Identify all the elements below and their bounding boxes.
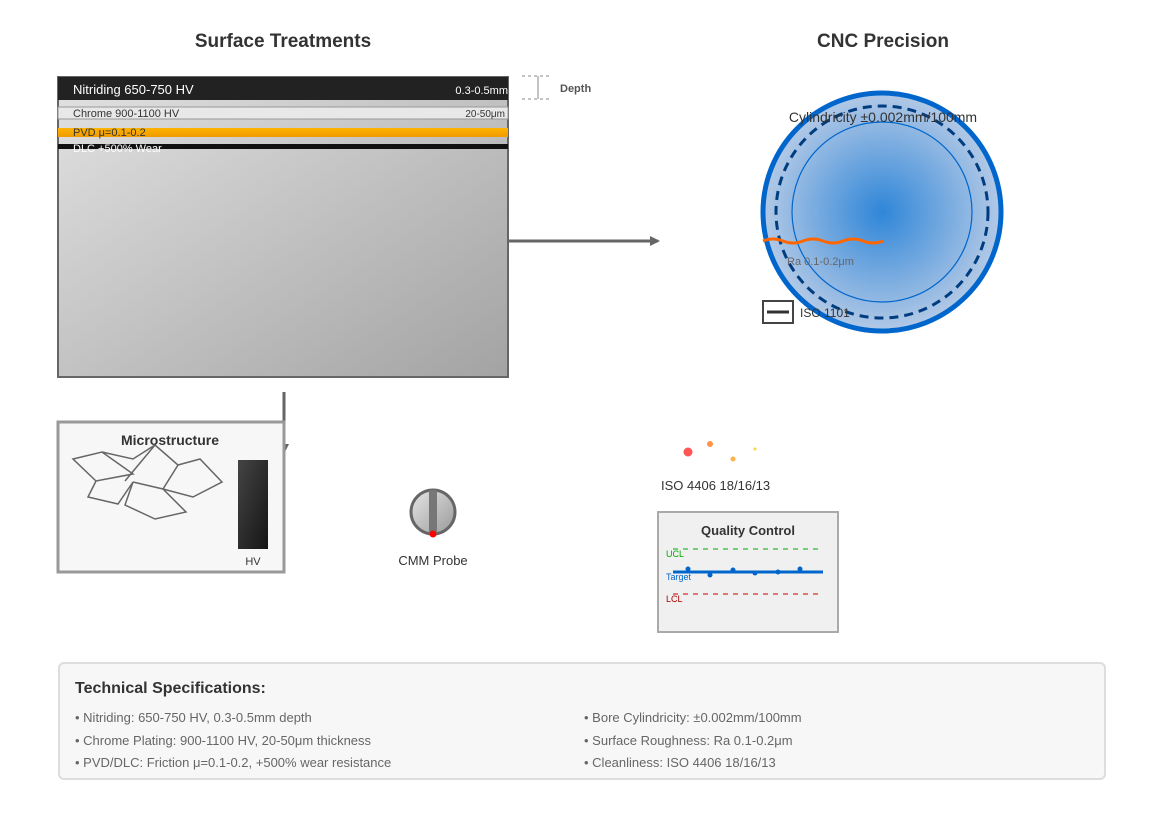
nitriding-depth: 0.3-0.5mm	[455, 85, 508, 97]
title-surface-treatments: Surface Treatments	[195, 31, 371, 52]
pvd-layer	[58, 128, 508, 137]
spec-item: Surface Roughness: Ra 0.1-0.2μm	[584, 733, 802, 756]
specs-left-list: Nitriding: 650-750 HV, 0.3-0.5mm depth C…	[75, 710, 391, 778]
dlc-label: DLC +500% Wear	[73, 143, 162, 155]
technical-specifications-panel: Technical Specifications: Nitriding: 650…	[58, 662, 1106, 780]
ucl-label: UCL	[666, 549, 684, 559]
title-cnc-precision: CNC Precision	[817, 31, 949, 52]
pvd-label: PVD μ=0.1-0.2	[73, 127, 146, 139]
microstructure-title: Microstructure	[121, 432, 219, 448]
roughness-profile	[762, 237, 884, 245]
specs-right-list: Bore Cylindricity: ±0.002mm/100mm Surfac…	[584, 710, 802, 778]
nitriding-label: Nitriding 650-750 HV	[73, 82, 194, 97]
cleanliness-particles: ISO 4406 18/16/13	[661, 441, 770, 493]
bore-cross-section: Cylindricity ±0.002mm/100mm Ra 0.1-0.2μm…	[760, 90, 1004, 334]
spec-item: PVD/DLC: Friction μ=0.1-0.2, +500% wear …	[75, 755, 391, 778]
grain-structure-icon	[71, 444, 224, 520]
spec-item: Cleanliness: ISO 4406 18/16/13	[584, 755, 802, 778]
cleanliness-label: ISO 4406 18/16/13	[661, 478, 770, 493]
cmm-probe: CMM Probe	[398, 488, 468, 568]
chrome-label: Chrome 900-1100 HV	[73, 108, 180, 120]
specs-title: Technical Specifications:	[75, 680, 266, 697]
quality-control-chart: Quality Control UCL Target LCL	[657, 511, 839, 633]
qc-title: Quality Control	[701, 523, 795, 538]
dlc-layer	[58, 144, 508, 149]
spec-item: Bore Cylindricity: ±0.002mm/100mm	[584, 710, 801, 733]
spec-item: Chrome Plating: 900-1100 HV, 20-50μm thi…	[75, 733, 391, 756]
spec-item: Nitriding: 650-750 HV, 0.3-0.5mm depth	[75, 710, 391, 733]
chrome-thickness: 20-50μm	[465, 109, 505, 120]
microstructure-panel: Microstructure HV	[56, 420, 286, 574]
qc-data-points	[685, 566, 803, 578]
nitriding-layer	[58, 77, 508, 100]
hardness-bar	[238, 460, 268, 549]
cylindricity-label: Cylindricity ±0.002mm/100mm	[789, 109, 977, 125]
surface-layers-block: Nitriding 650-750 HV 0.3-0.5mm Chrome 90…	[57, 76, 509, 378]
chrome-layer	[57, 106, 509, 120]
depth-indicator: Depth	[522, 75, 591, 100]
cmm-probe-label: CMM Probe	[398, 553, 467, 568]
target-label: Target	[666, 572, 692, 582]
depth-label: Depth	[560, 83, 591, 95]
lcl-label: LCL	[666, 594, 683, 604]
hv-label: HV	[245, 556, 261, 568]
iso-1101-label: ISO 1101	[800, 306, 850, 320]
roughness-label: Ra 0.1-0.2μm	[787, 256, 854, 268]
